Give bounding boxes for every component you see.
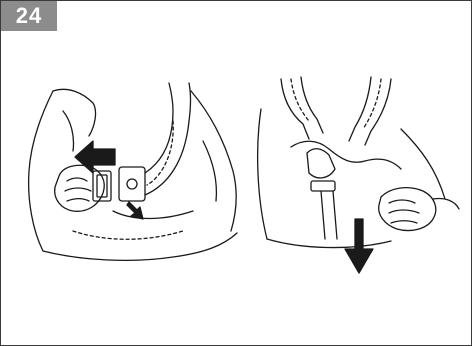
right-shoulder-strap: [349, 77, 371, 141]
pull-strap-illustration: [251, 69, 461, 289]
chest-buckle: [311, 181, 335, 191]
buckle-female: [119, 167, 145, 201]
unbuckle-hands-illustration: [23, 81, 253, 271]
step-number-badge: 24: [1, 1, 57, 31]
pull-down-arrow-icon: [345, 219, 373, 273]
sleeve-outline: [29, 91, 53, 251]
right-hand: [379, 188, 436, 231]
press-arrow-icon: [75, 141, 115, 173]
left-shoulder-strap: [281, 79, 309, 139]
